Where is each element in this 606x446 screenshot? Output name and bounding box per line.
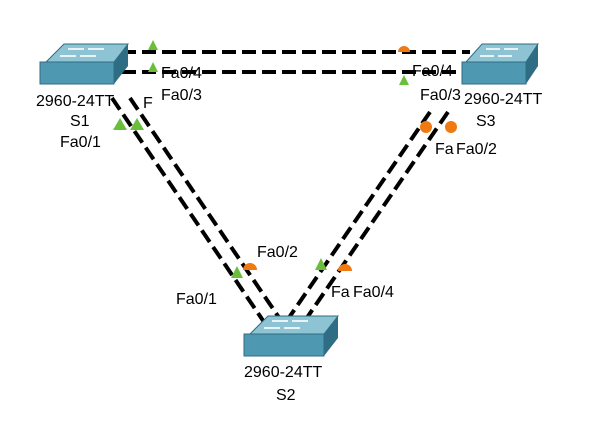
port-up-indicator [130, 118, 144, 130]
port-label-s3-fa04: Fa0/4 [412, 63, 453, 80]
port-label-s2-partial: Fa [331, 284, 350, 301]
port-up-indicator [113, 118, 127, 130]
port-label-s1-fa01: Fa0/1 [60, 134, 101, 151]
switch-name-label: S1 [70, 113, 90, 130]
switch-s1[interactable]: 2960-24TT S1 [36, 43, 130, 130]
port-label-s2-fa02: Fa0/2 [257, 244, 298, 261]
switch-name-label: S2 [276, 387, 296, 404]
port-label-s1-fa03: Fa0/3 [161, 87, 202, 104]
link-s1-s2-fa01-b[interactable] [128, 96, 284, 324]
port-label-s3-fa03: Fa0/3 [420, 87, 461, 104]
port-label-s3-fa02: Fa0/2 [456, 141, 497, 158]
port-label-s2-fa01: Fa0/1 [176, 291, 217, 308]
port-blocked-indicator [445, 121, 457, 133]
port-up-indicator [148, 62, 158, 72]
switch-icon [39, 43, 130, 85]
port-label-s2-fa04: Fa0/4 [353, 284, 394, 301]
port-blocked-indicator [398, 46, 410, 52]
switch-s3[interactable]: 2960-24TT S3 [461, 43, 542, 130]
port-up-indicator [399, 75, 409, 85]
switch-icon [243, 315, 340, 357]
switch-model-label: 2960-24TT [244, 364, 322, 381]
link-s3-s2-fa02-a[interactable] [284, 110, 432, 324]
switch-s2[interactable]: 2960-24TT S2 [243, 315, 340, 404]
port-up-indicator [231, 266, 243, 278]
port-blocked-indicator [338, 264, 352, 271]
switch-icon [461, 43, 539, 85]
port-blocked-indicator [420, 121, 432, 133]
port-label-s1-fa04: Fa0/4 [161, 65, 202, 82]
switch-name-label: S3 [476, 113, 496, 130]
port-blocked-indicator [243, 263, 257, 270]
switch-model-label: 2960-24TT [36, 93, 114, 110]
link-s1-s2-fa01-a[interactable] [110, 96, 266, 324]
links [110, 50, 470, 324]
port-label-s3-partial: Fa [435, 141, 454, 158]
switch-model-label: 2960-24TT [464, 91, 542, 108]
port-labels: Fa0/4 F Fa0/3 Fa0/1 Fa0/4 Fa0/3 Fa Fa0/2… [60, 63, 497, 308]
port-indicators [113, 40, 457, 278]
port-up-indicator [148, 40, 158, 50]
link-s3-s2-fa02-b[interactable] [302, 110, 450, 324]
port-label-s1-fa03-partial: F [143, 95, 153, 112]
port-up-indicator [315, 258, 327, 270]
